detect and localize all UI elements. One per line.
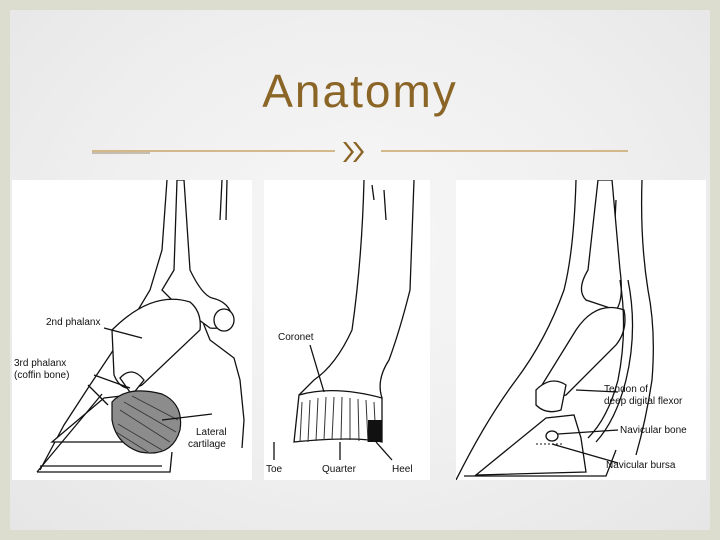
label-deep-digital-flexor: deep digital flexor <box>604 396 683 407</box>
label-coffin-bone: (coffin bone) <box>14 370 69 381</box>
slide-title: Anatomy <box>262 65 458 117</box>
title-divider <box>92 142 628 162</box>
label-navicular-bone: Navicular bone <box>620 425 687 436</box>
hoof-bones-diagram: 2nd phalanx 3rd phalanx (coffin bone) La… <box>12 180 252 480</box>
lateral-cartilage-shape <box>111 390 182 454</box>
hoof-regions-diagram: Coronet Toe Quarter Heel <box>264 180 430 480</box>
navicular-bone-shape <box>545 430 559 442</box>
label-toe: Toe <box>266 464 283 475</box>
double-chevron-right-icon <box>343 142 364 162</box>
label-coronet: Coronet <box>278 332 314 343</box>
label-quarter: Quarter <box>322 464 357 475</box>
label-2nd-phalanx: 2nd phalanx <box>46 317 101 328</box>
label-navicular-bursa: Navicular bursa <box>606 460 676 471</box>
label-lateral: Lateral <box>196 427 227 438</box>
navicular-diagram: Tendon of deep digital flexor Navicular … <box>456 180 706 480</box>
label-3rd-phalanx: 3rd phalanx <box>14 358 66 369</box>
heel-shading <box>368 420 382 442</box>
label-heel: Heel <box>392 464 413 475</box>
label-cartilage: cartilage <box>188 439 226 450</box>
label-tendon-of: Tendon of <box>604 384 648 395</box>
